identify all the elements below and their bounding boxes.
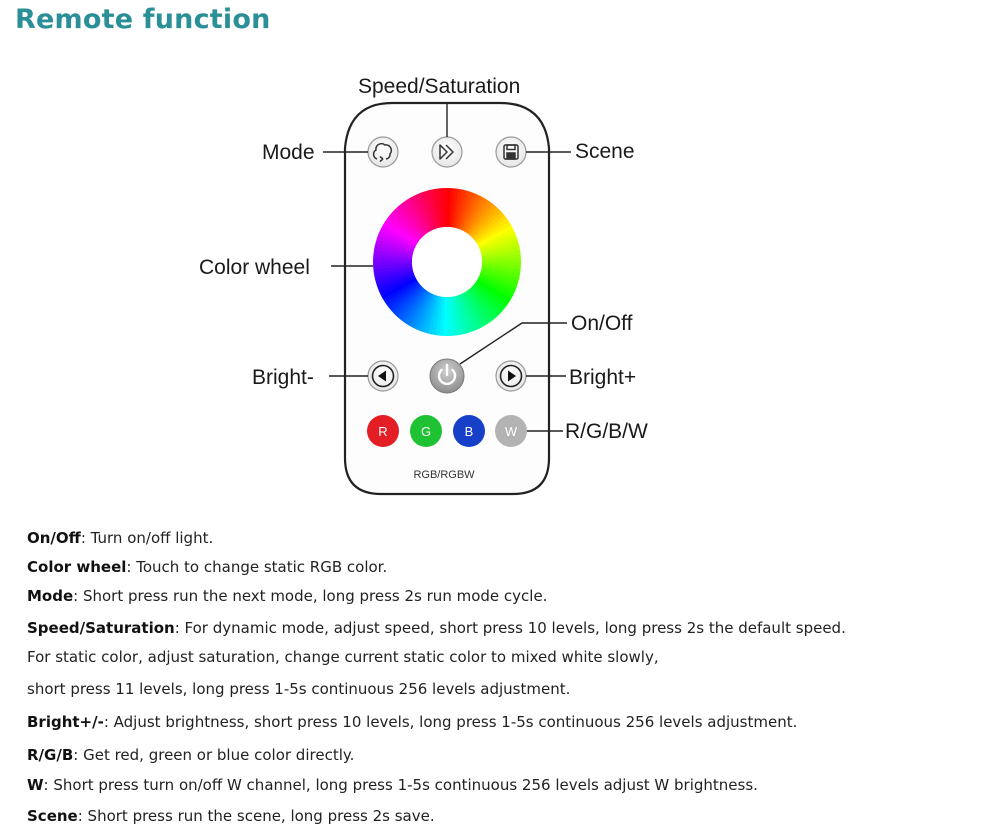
mode-button xyxy=(367,136,399,168)
triangle-right-icon xyxy=(508,370,516,382)
desc-color-wheel: Color wheel: Touch to change static RGB … xyxy=(27,558,388,576)
desc-speed-saturation: Speed/Saturation: For dynamic mode, adju… xyxy=(27,619,846,637)
callout-bright-plus: Bright+ xyxy=(569,366,637,389)
leader-lines xyxy=(323,102,571,432)
model-label: RGB/RGBW xyxy=(413,469,475,481)
blue-button: B xyxy=(453,415,485,447)
callout-mode: Mode xyxy=(262,141,315,164)
desc-bright: Bright+/-: Adjust brightness, short pres… xyxy=(27,713,798,731)
fast-forward-icon xyxy=(439,144,454,160)
triangle-left-icon xyxy=(378,370,386,382)
green-button-label: G xyxy=(421,424,431,439)
power-icon xyxy=(437,363,457,385)
desc-scene: Scene: Short press run the scene, long p… xyxy=(27,807,435,825)
save-floppy-icon xyxy=(503,144,519,160)
page-title: Remote function xyxy=(15,4,271,35)
desc-mode: Mode: Short press run the next mode, lon… xyxy=(27,587,548,605)
leader-on-off xyxy=(459,322,567,365)
red-button-label: R xyxy=(378,424,387,439)
desc-on-off: On/Off: Turn on/off light. xyxy=(27,529,214,547)
desc-w: W: Short press turn on/off W channel, lo… xyxy=(27,776,758,794)
blue-button-label: B xyxy=(465,424,474,439)
desc-speed-saturation-2: For static color, adjust saturation, cha… xyxy=(27,648,659,666)
white-button-label: W xyxy=(505,424,518,439)
bright-minus-button xyxy=(367,360,399,392)
bright-plus-button xyxy=(495,360,527,392)
callout-speed-saturation: Speed/Saturation xyxy=(358,75,521,98)
scene-button xyxy=(495,136,527,168)
callout-on-off: On/Off xyxy=(571,312,633,335)
callout-scene: Scene xyxy=(575,140,635,163)
callout-color-wheel: Color wheel xyxy=(199,256,310,279)
callout-rgbw: R/G/B/W xyxy=(565,420,648,443)
red-button: R xyxy=(367,415,399,447)
desc-rgb: R/G/B: Get red, green or blue color dire… xyxy=(27,746,355,764)
speed-saturation-button xyxy=(431,136,463,168)
callout-bright-minus: Bright- xyxy=(252,366,314,389)
on-off-button xyxy=(429,358,465,394)
desc-speed-saturation-3: short press 11 levels, long press 1-5s c… xyxy=(27,680,571,698)
clover-loop-icon xyxy=(372,142,393,163)
green-button: G xyxy=(410,415,442,447)
white-button: W xyxy=(495,415,527,447)
color-wheel-center xyxy=(412,227,482,297)
